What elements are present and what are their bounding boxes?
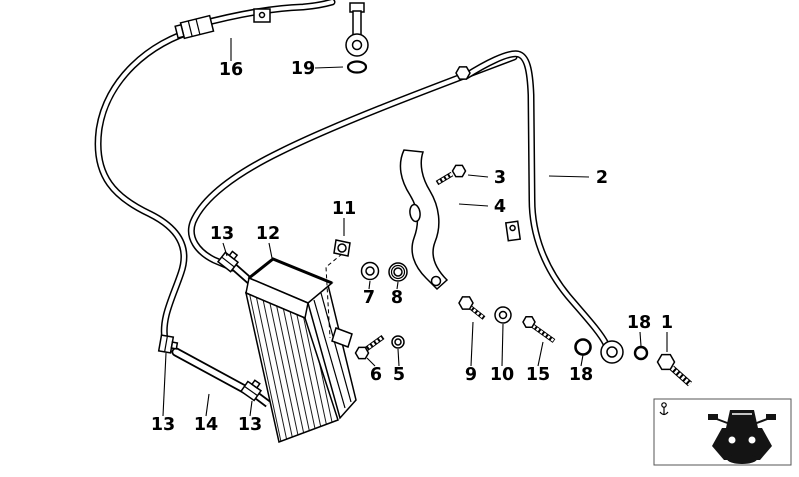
leader-2 [548,175,590,178]
leader-10 [501,323,504,367]
mounting-bracket-4 [399,149,449,291]
feed-hose-diagonal [188,53,518,272]
bolt-3 [435,164,467,186]
leader-13-bottom [249,400,253,417]
grommet-8 [388,262,408,282]
corner-mark-icon [659,402,669,416]
leader-8 [396,281,399,290]
callout-1: 1 [661,313,673,333]
bolt-9 [458,296,486,320]
leader-19 [314,66,344,69]
mounting-tab-top [253,8,271,23]
hose-end-fitting-2 [455,66,471,80]
callout-13-left: 13 [151,415,175,435]
o-ring-18-bottom [574,338,592,356]
callout-12: 12 [256,224,280,244]
callout-9: 9 [465,365,477,385]
bolt-15 [522,316,556,343]
callout-13-top: 13 [210,224,234,244]
callout-10: 10 [490,365,514,385]
callout-11: 11 [332,199,356,219]
connector-tube-14 [171,347,251,395]
callout-labels: 16 19 3 2 4 11 13 12 7 8 18 1 6 5 9 10 1… [151,59,673,435]
oil-cooler-12 [230,257,357,444]
hose-clip-right [504,220,522,242]
hose-clamp-13-bottom [239,379,263,402]
callout-15: 15 [526,365,550,385]
cooler-mount-tab [331,327,353,348]
hose-clamp-13-left [157,334,179,354]
o-ring-19 [346,60,368,74]
hose-fitting-16 [174,14,215,40]
callout-5: 5 [393,365,405,385]
banjo-eye-right [600,340,624,364]
bolt-6 [354,334,385,360]
callout-4: 4 [494,197,506,217]
top-hose-segment [193,0,336,29]
leader-15 [537,341,544,367]
leader-13-left [162,352,167,417]
leader-7 [368,280,371,290]
callout-14: 14 [194,415,218,435]
nut-11 [325,239,351,339]
callout-18-right: 18 [627,313,651,333]
banjo-bolt-1 [656,353,692,387]
return-hose-left-loop [94,26,200,344]
callout-19: 19 [291,59,315,79]
callout-18-bottom: 18 [569,365,593,385]
callout-13-bottom: 13 [238,415,262,435]
leader-18-bottom [580,354,584,367]
washer-10 [494,306,512,324]
leader-14 [205,393,210,417]
nut-5 [391,335,405,349]
thumbnail-box [653,398,792,466]
leader-3 [467,174,489,178]
banjo-bolt-top [345,2,369,57]
o-ring-18-right [633,345,649,361]
leader-18-right [639,331,642,347]
motorcycle-icon [708,410,776,464]
callout-7: 7 [363,288,375,308]
washer-7 [360,261,380,281]
leader-lines [162,38,668,417]
leader-6 [366,357,376,367]
hose-clamp-13-top [216,250,240,273]
oil-hose-right [462,50,610,348]
callout-6: 6 [370,365,382,385]
callout-2: 2 [596,168,608,188]
leader-5 [397,348,400,367]
leader-9 [470,321,474,367]
callout-16: 16 [219,60,243,80]
callout-8: 8 [391,288,403,308]
leader-13-top [222,242,228,257]
callout-3: 3 [494,168,506,188]
leader-12 [268,242,273,259]
leader-4 [458,203,489,207]
